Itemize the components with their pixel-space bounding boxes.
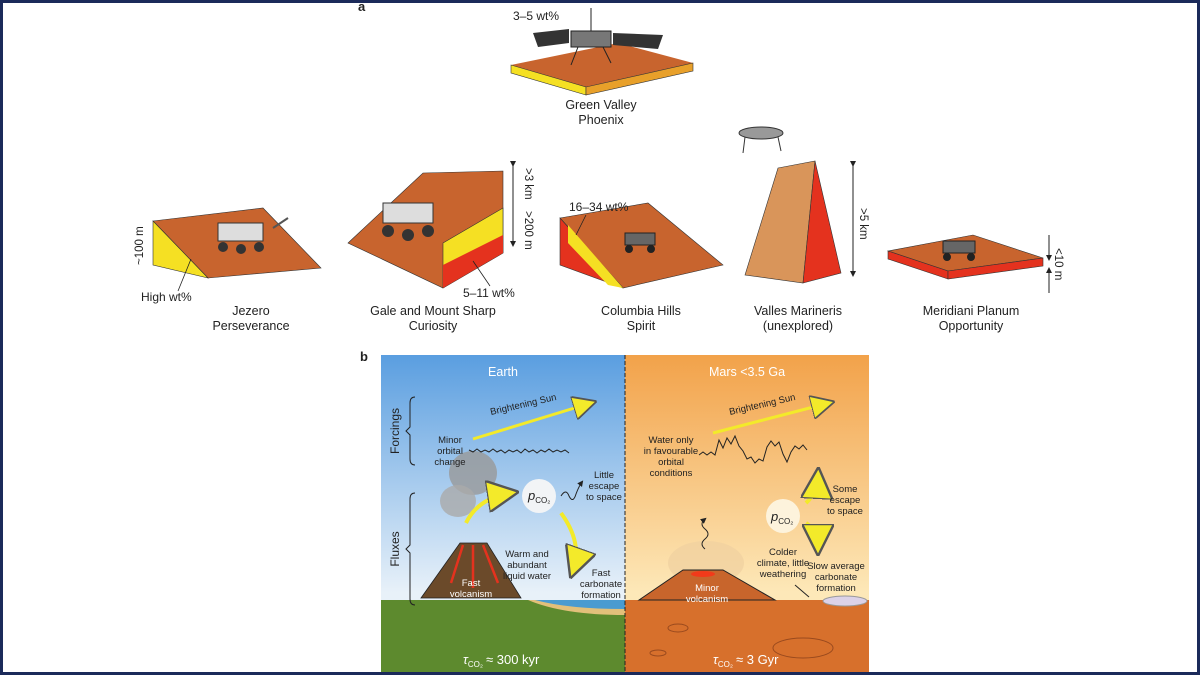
forcings-label: Forcings	[388, 408, 402, 454]
panel-b-label: b	[360, 349, 368, 364]
site-name: Green Valley	[565, 98, 637, 112]
site-name: Valles Marineris	[754, 304, 842, 318]
site-name: Jezero	[232, 304, 270, 318]
earth-title: Earth	[488, 365, 518, 379]
annotation: 16–34 wt%	[569, 200, 629, 214]
figure-canvas: a 3–5 wt% Green Valley Phoenix ~100 m Hi…	[134, 3, 1064, 672]
fluxes-label: Fluxes	[388, 531, 402, 566]
curiosity-rover-icon	[382, 202, 434, 241]
helicopter-drone-icon	[738, 126, 784, 154]
earth-timescale: τCO₂≈ 300 kyr	[463, 652, 540, 669]
spirit-rover-icon	[624, 232, 656, 253]
side-brackets: Forcings Fluxes	[388, 396, 416, 606]
scale-label: <10 m	[1052, 248, 1064, 280]
scale-top: >3 km	[522, 168, 534, 200]
pco2-circle	[522, 479, 556, 513]
mission-name: Spirit	[627, 319, 656, 333]
phoenix-lander-icon	[533, 8, 663, 66]
annotation: 3–5 wt%	[513, 9, 559, 23]
site-green-valley: 3–5 wt% Green Valley Phoenix	[510, 8, 694, 127]
site-valles-marineris: >5 km Valles Marineris (unexplored)	[738, 126, 869, 333]
scale-label: >5 km	[857, 208, 869, 240]
mission-name: (unexplored)	[763, 319, 833, 333]
site-jezero: ~100 m High wt% Jezero Perseverance	[134, 207, 322, 333]
opportunity-rover-icon	[942, 240, 976, 261]
site-name: Gale and Mount Sharp	[370, 304, 496, 318]
site-name: Meridiani Planum	[923, 304, 1020, 318]
annotation: High wt%	[141, 290, 192, 304]
mission-name: Phoenix	[578, 113, 624, 127]
scale-label: ~100 m	[134, 226, 146, 265]
mars-timescale: τCO₂≈ 3 Gyr	[713, 652, 779, 669]
mission-name: Curiosity	[409, 319, 458, 333]
perseverance-rover-icon	[217, 217, 289, 254]
mission-name: Perseverance	[212, 319, 289, 333]
mission-name: Opportunity	[939, 319, 1004, 333]
site-name: Columbia Hills	[601, 304, 681, 318]
site-columbia-hills: 16–34 wt% Columbia Hills Spirit	[559, 200, 724, 333]
pco2-circle	[766, 499, 800, 533]
site-meridiani-planum: <10 m Meridiani Planum Opportunity	[886, 234, 1064, 333]
earth-pco2: pCO₂	[527, 488, 550, 505]
mars-pco2: pCO₂	[770, 509, 793, 526]
mars-title: Mars <3.5 Ga	[709, 365, 785, 379]
site-gale: >3 km >200 m 5–11 wt% Gale and Mount Sha…	[347, 161, 534, 333]
annotation: 5–11 wt%	[463, 286, 515, 300]
panel-a-label: a	[358, 3, 366, 14]
scale-bottom: >200 m	[522, 211, 534, 250]
